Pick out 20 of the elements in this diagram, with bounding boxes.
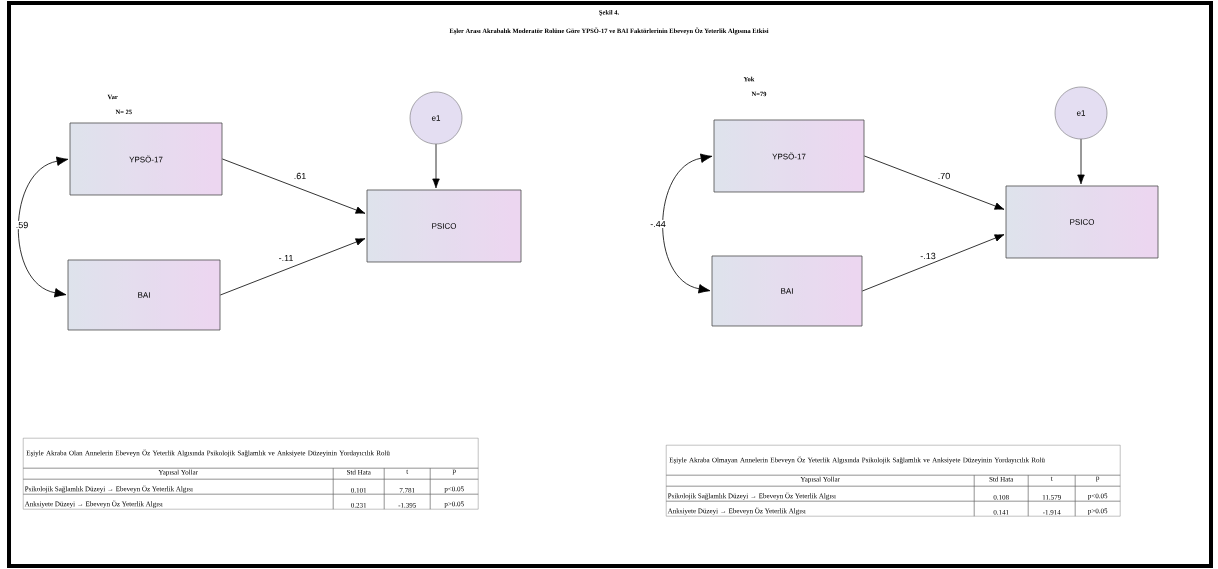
variable-box: PSICO <box>1005 185 1159 259</box>
variable-box: BAI <box>711 255 863 327</box>
variable-box: BAI <box>67 259 221 331</box>
arrow <box>864 155 1005 210</box>
arrow <box>1077 138 1085 185</box>
variable-box: PSICO <box>366 189 522 263</box>
variable-box: YPSÖ-17 <box>713 119 865 193</box>
edge-label: -.11 <box>277 253 295 263</box>
arrow <box>862 234 1005 292</box>
arrow <box>220 238 366 296</box>
arrow <box>17 156 69 298</box>
edge-label: -.13 <box>919 251 937 261</box>
arrow <box>662 153 713 294</box>
variable-box: YPSÖ-17 <box>69 122 223 196</box>
edge-label: .61 <box>292 171 308 181</box>
edge-label: .70 <box>936 171 952 181</box>
arrow <box>432 143 440 189</box>
arrow <box>222 158 366 214</box>
edge-label: -.44 <box>649 219 667 229</box>
edge-label: .59 <box>14 220 30 230</box>
